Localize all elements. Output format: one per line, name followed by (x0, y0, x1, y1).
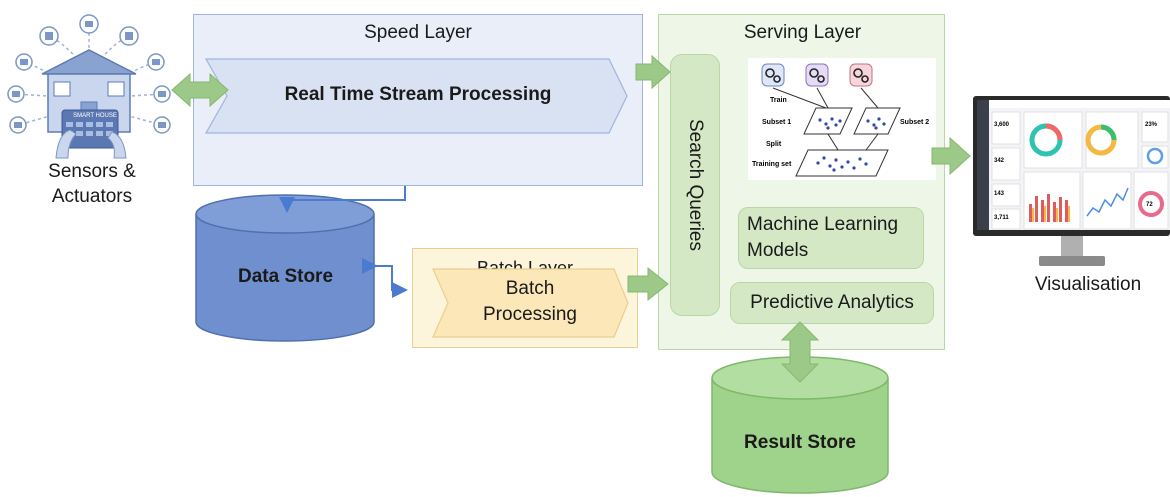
predictive-analytics-box: Predictive Analytics (730, 282, 934, 324)
dash-value-4: 3,711 (994, 215, 1009, 221)
ml-models-line2: Models (747, 240, 809, 261)
batch-processing-chevron (432, 268, 629, 338)
data-store-label: Data Store (237, 266, 334, 287)
speed-to-serving-arrow (635, 54, 671, 90)
dash-value-1: 3,600 (994, 122, 1010, 128)
stream-processing-label: Real Time Stream Processing (284, 84, 552, 105)
batch-processing-label: Batch Processing (450, 276, 610, 328)
dashboard-monitor: 3,600 342 143 3,711 72 23% (973, 96, 1170, 266)
ml-subset1-label: Subset 1 (762, 119, 791, 126)
sensors-label: Sensors & Actuators (30, 159, 154, 209)
smart-house-panel-text: SMART HOUSE (73, 113, 117, 119)
visualisation-label: Visualisation (1034, 274, 1142, 295)
gear-icon (849, 63, 873, 87)
sensors-speed-double-arrow (171, 72, 229, 108)
sensors-label-line1: Sensors & (48, 161, 136, 182)
predictive-result-double-arrow (780, 321, 820, 383)
ml-train-label: Train (770, 97, 787, 104)
speed-layer-title: Speed Layer (364, 22, 472, 43)
dash-value-6: 23% (1145, 122, 1158, 128)
ml-training-set-label: Training set (752, 161, 792, 168)
ml-models-line1: Machine Learning (747, 214, 899, 235)
batch-to-serving-arrow (627, 266, 669, 302)
ml-models-box: Machine Learning Models (738, 207, 924, 269)
ml-training-illustration: Train Subset 1 Subset 2 Split Training s… (748, 58, 936, 180)
dash-value-5: 72 (1146, 202, 1153, 208)
ml-subset2-label: Subset 2 (900, 119, 929, 126)
batch-processing-line2: Processing (483, 304, 577, 325)
gear-icon (761, 63, 785, 87)
serving-to-visualisation-arrow (931, 136, 971, 176)
result-store-cylinder (711, 356, 889, 494)
smart-house-illustration (7, 14, 171, 159)
speed-to-datastore-connector (279, 186, 406, 213)
predictive-analytics-label: Predictive Analytics (750, 292, 914, 313)
result-store-label: Result Store (744, 432, 856, 453)
batch-processing-line1: Batch (505, 278, 555, 299)
datastore-batch-connector (362, 258, 408, 298)
dash-value-3: 143 (994, 191, 1005, 197)
sensors-label-line2: Actuators (51, 186, 133, 207)
gear-icon (805, 63, 829, 87)
ml-split-label: Split (766, 141, 782, 148)
dash-value-2: 342 (994, 158, 1005, 164)
serving-layer-title: Serving Layer (743, 22, 862, 43)
data-store-cylinder (195, 194, 375, 342)
search-queries-box (670, 54, 720, 316)
stream-processing-chevron (205, 58, 628, 134)
